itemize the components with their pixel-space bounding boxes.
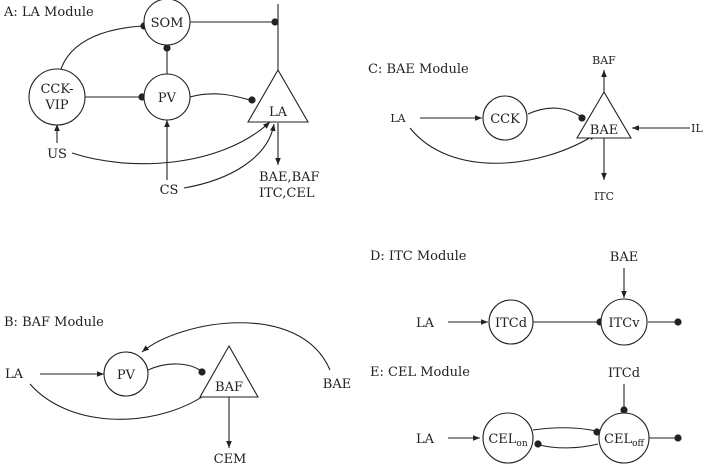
input-e-la-label: LA xyxy=(416,432,435,447)
node-e-cel-on-label: CELon xyxy=(488,432,527,449)
edge-b-bae-to-pv xyxy=(141,322,331,371)
node-la-label: LA xyxy=(269,105,288,120)
edge-d-itcv-output-dot xyxy=(674,318,682,326)
edge-pv-som-dot xyxy=(163,44,171,52)
output-b-cem-label: CEM xyxy=(214,452,247,467)
input-b-bae-label: BAE xyxy=(323,377,351,392)
edge-c-cck-bae-dot xyxy=(578,114,586,122)
node-d-itcd-label: ITCd xyxy=(495,316,527,331)
output-c-baf-label: BAF xyxy=(592,54,616,67)
node-pv-label: PV xyxy=(158,91,177,106)
edge-us-to-la xyxy=(71,121,271,165)
edge-cckvip-to-som xyxy=(59,25,144,73)
node-c-bae-label: BAE xyxy=(590,123,618,138)
input-c-il-label: IL xyxy=(691,122,703,135)
node-cck-vip-label-1: CCK- xyxy=(40,82,73,97)
panel-c-title: C: BAE Module xyxy=(368,62,469,77)
edge-b-pv-baf-dot xyxy=(198,368,206,376)
node-e-cel-off-label: CELoff xyxy=(604,432,644,449)
node-d-itcd xyxy=(488,299,534,345)
panel-e-title: E: CEL Module xyxy=(370,365,470,380)
node-la-triangle xyxy=(247,68,309,123)
edge-e-celoff-celon-dot xyxy=(534,440,542,448)
edge-e-celoff-to-celon xyxy=(539,443,599,449)
input-d-bae-label: BAE xyxy=(610,250,638,265)
node-cck-vip xyxy=(28,68,86,126)
panel-d-itc-module: D: ITC Module ITCd ITCv LA BAE xyxy=(370,249,682,346)
panel-a-la-module: A: LA Module SOM CCK- VIP xyxy=(3,0,320,201)
node-c-bae-triangle xyxy=(576,90,632,139)
edge-e-itcd-celoff-dot xyxy=(620,406,628,414)
node-b-pv-label: PV xyxy=(117,368,136,383)
node-c-cck xyxy=(482,95,528,141)
node-pv xyxy=(143,73,191,121)
node-b-baf-triangle xyxy=(199,344,259,398)
panel-d-title: D: ITC Module xyxy=(370,249,467,264)
node-e-cel-on xyxy=(482,412,534,464)
input-cs-label: CS xyxy=(160,183,179,198)
node-som xyxy=(143,0,191,46)
node-b-baf-label: BAF xyxy=(215,380,243,395)
edge-b-pv-to-baf xyxy=(147,363,201,371)
panel-c-bae-module: C: BAE Module CCK BAE LA IL BAF ITC xyxy=(368,54,704,203)
edge-c-cck-to-bae xyxy=(527,107,581,117)
input-e-itcd-label: ITCd xyxy=(608,366,640,381)
node-cck-vip-label-2: VIP xyxy=(44,98,69,113)
node-c-cck-label: CCK xyxy=(490,112,520,127)
panel-a-title: A: LA Module xyxy=(3,5,94,20)
input-c-la-label: LA xyxy=(390,112,406,125)
edge-e-celon-to-celoff xyxy=(532,427,597,432)
panel-e-cel-module: E: CEL Module CELon CELoff LA ITCd xyxy=(370,365,682,464)
output-la-line1: BAE,BAF xyxy=(259,170,320,185)
edge-pv-la-dot xyxy=(248,96,256,104)
node-b-pv xyxy=(103,351,149,397)
output-c-itc-label: ITC xyxy=(594,190,614,203)
panel-b-title: B: BAF Module xyxy=(4,315,104,330)
node-d-itcv xyxy=(600,298,648,346)
edge-e-celoff-output-dot xyxy=(674,434,682,442)
edge-pv-to-la xyxy=(189,93,251,101)
node-e-cel-off xyxy=(598,412,650,464)
edge-b-la-to-baf xyxy=(29,383,213,420)
edge-c-la-to-bae xyxy=(409,127,597,164)
input-us-label: US xyxy=(47,147,67,162)
edge-cs-to-la xyxy=(183,123,276,189)
input-b-la-label: LA xyxy=(5,367,24,382)
output-la-line2: ITC,CEL xyxy=(259,186,315,201)
input-d-la-label: LA xyxy=(416,316,435,331)
edge-som-inhibitory-dot xyxy=(271,18,279,26)
node-d-itcv-label: ITCv xyxy=(608,316,640,331)
panel-b-baf-module: B: BAF Module PV BAF LA BAE CEM xyxy=(4,315,351,467)
node-som-label: SOM xyxy=(151,16,184,31)
